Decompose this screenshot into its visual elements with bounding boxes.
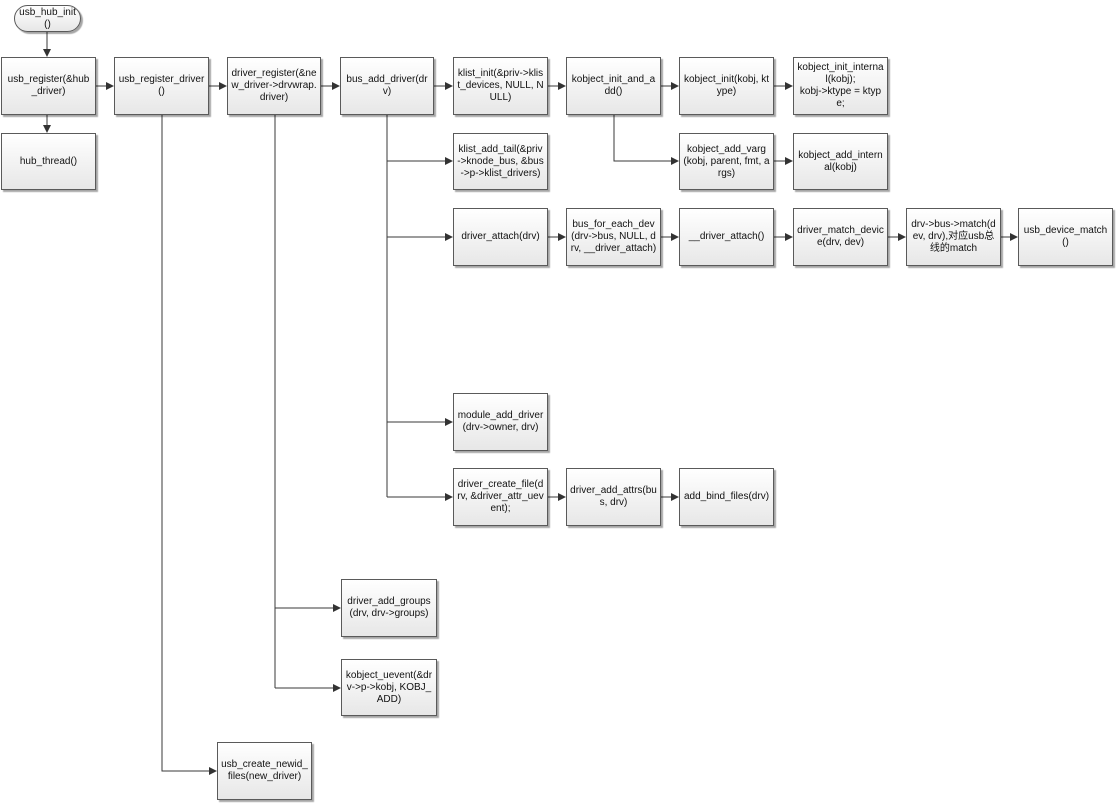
node-driver-register: driver_register(&new_driver->drvwrap.dri… xyxy=(227,57,321,115)
node-driver-match-device: driver_match_device(drv, dev) xyxy=(793,208,888,266)
edge-registerdriver-newidfiles xyxy=(161,115,217,775)
node-kobject-init: kobject_init(kobj, ktype) xyxy=(679,57,774,115)
node-usb-create-newid-files: usb_create_newid_files(new_driver) xyxy=(217,742,312,800)
node-__driver-attach: __driver_attach() xyxy=(679,208,774,266)
node-kobject-uevent: kobject_uevent(&drv->p->kobj, KOBJ_ADD) xyxy=(341,659,437,716)
node-hub-thread: hub_thread() xyxy=(1,133,96,190)
node-bus-for-each-dev: bus_for_each_dev(drv->bus, NULL, drv, __… xyxy=(566,208,661,266)
node-module-add-driver: module_add_driver(drv->owner, drv) xyxy=(453,393,548,451)
node-kobject-add-internal: kobject_add_internal(kobj) xyxy=(793,133,888,190)
node-usb-hub-init: usb_hub_init() xyxy=(14,5,81,32)
node-usb-register-driver: usb_register_driver() xyxy=(114,57,209,115)
node-klist-init: klist_init(&priv->klist_devices, NULL, N… xyxy=(453,57,548,115)
node-kobject-init-and-add: kobject_init_and_add() xyxy=(566,57,661,115)
node-driver-attach: driver_attach(drv) xyxy=(453,208,548,266)
node-usb-device-match: usb_device_match() xyxy=(1018,208,1113,266)
edge-kobjinitadd-addvarg xyxy=(613,115,679,165)
node-driver-create-file: driver_create_file(drv, &driver_attr_uev… xyxy=(453,468,548,526)
node-add-bind-files: add_bind_files(drv) xyxy=(679,468,774,526)
node-driver-add-attrs: driver_add_attrs(bus, drv) xyxy=(566,468,661,526)
node-bus-add-driver: bus_add_driver(drv) xyxy=(340,57,434,115)
node-kobject-init-internal: kobject_init_internal(kobj); kobj->ktype… xyxy=(793,57,888,115)
node-klist-add-tail: klist_add_tail(&priv->knode_bus, &bus->p… xyxy=(453,133,548,190)
node-drv-bus-match: drv->bus->match(dev, drv),对应usb总线的match xyxy=(906,208,1001,266)
node-usb-register: usb_register(&hub_driver) xyxy=(1,57,96,115)
node-driver-add-groups: driver_add_groups(drv, drv->groups) xyxy=(341,579,437,637)
node-kobject-add-varg: kobject_add_varg(kobj, parent, fmt, args… xyxy=(679,133,774,190)
